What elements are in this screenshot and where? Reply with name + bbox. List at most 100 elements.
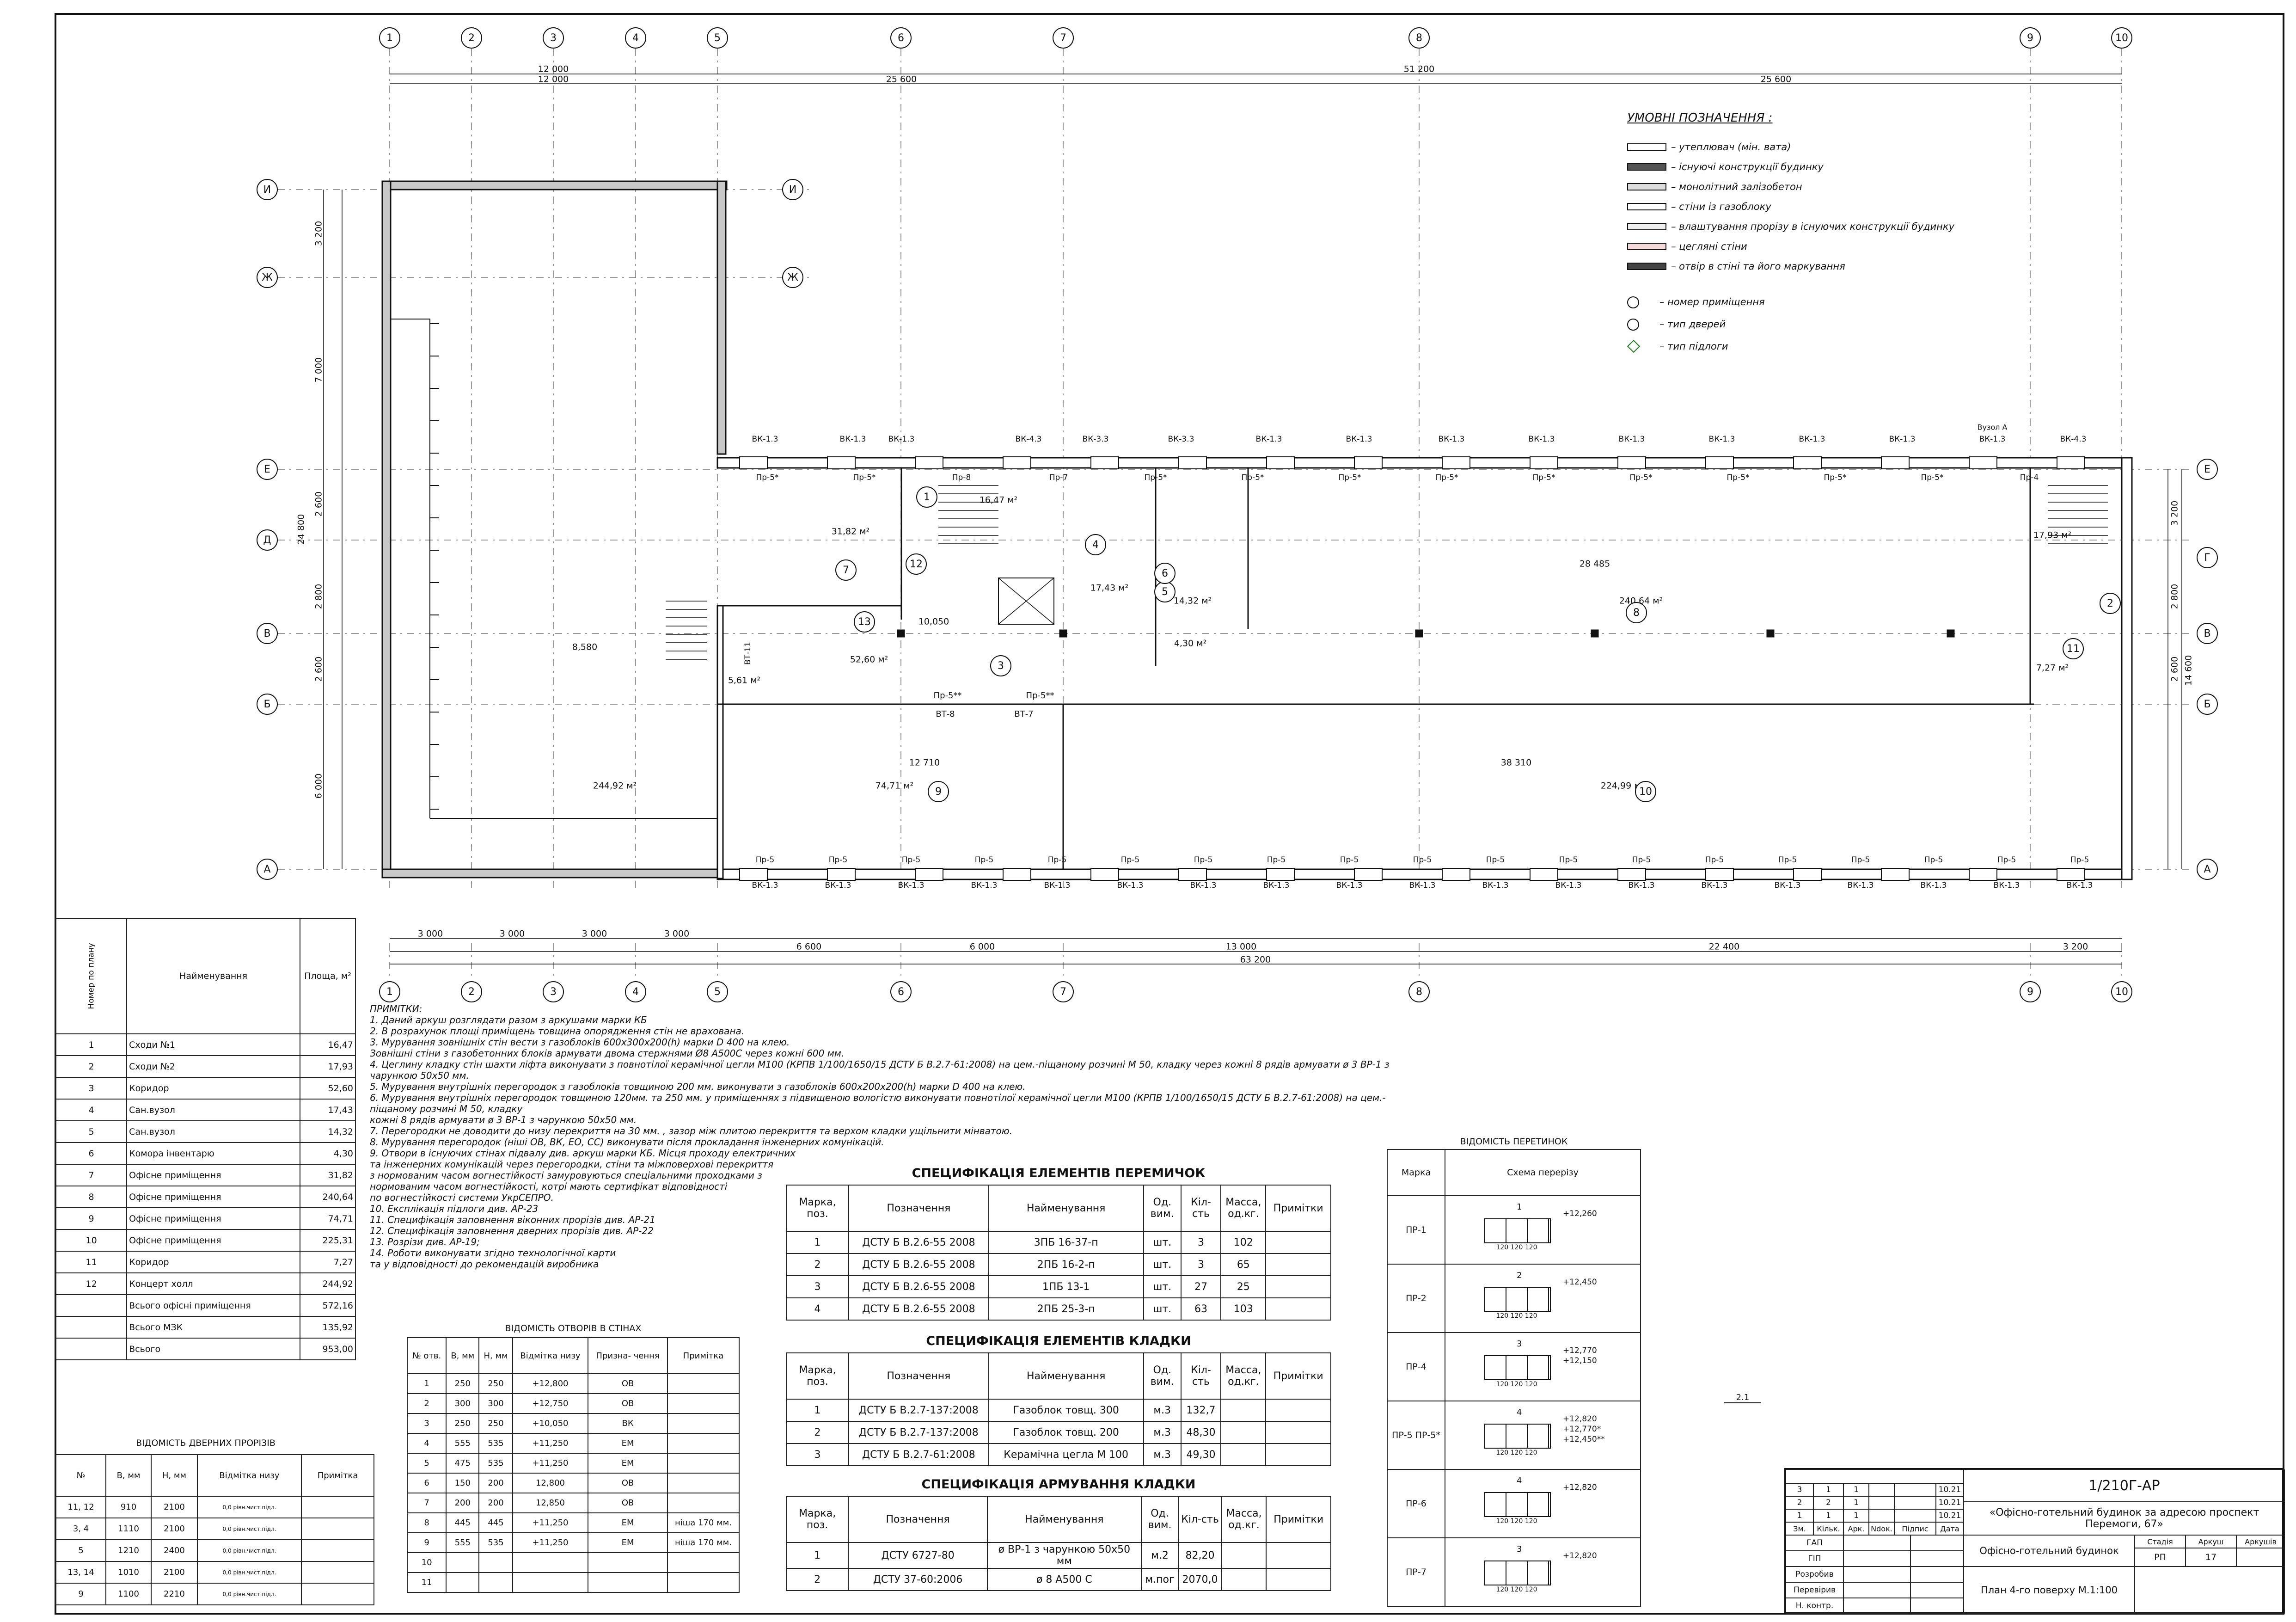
table-cell: 1 <box>406 1373 447 1394</box>
section-dims: 120 120 120 <box>1496 1381 1537 1388</box>
legend-item: – утеплювач (мін. вата) <box>1671 141 1791 153</box>
table-cell: 2 <box>55 1055 128 1078</box>
role-cell: Розробив <box>1786 1567 1843 1582</box>
table-header-cell: Позначення <box>848 1496 988 1543</box>
table-header-cell: Примітки <box>1265 1352 1331 1400</box>
lintel-mark-bottom: ВК-1.3 <box>1044 881 1071 890</box>
room-number: 11 <box>2067 643 2080 655</box>
spec-lintels-title: СПЕЦИФІКАЦІЯ ЕЛЕМЕНТІВ ПЕРЕМИЧОК <box>912 1166 1206 1180</box>
room-number-circle <box>1154 563 1176 584</box>
table-header-cell: Примітки <box>1265 1185 1331 1232</box>
opening-mark-top: Пр-5* <box>756 473 778 482</box>
revision-cell: 2 <box>1786 1496 1813 1509</box>
table-cell: 7 <box>55 1164 128 1186</box>
lintel-mark-bottom: ВК-1.3 <box>1117 881 1144 890</box>
legend-item: – тип підлоги <box>1659 341 1728 352</box>
table-cell: 953,00 <box>300 1338 356 1360</box>
object-name: «Офісно-готельний будинок за адресою про… <box>1964 1502 2285 1535</box>
revision-cell: 1 <box>1843 1509 1869 1522</box>
axis-label-right-circle <box>2197 859 2218 880</box>
opening-mark-bottom: Пр-5 <box>1851 855 1870 865</box>
room-number-circle <box>1085 534 1106 555</box>
sheet-header: Аркуш <box>2186 1535 2236 1548</box>
room-number-circle <box>906 553 927 575</box>
table-cell: 9 <box>55 1583 107 1605</box>
table-cell: 1 <box>55 1033 128 1056</box>
table-cell: 250 <box>446 1413 480 1434</box>
room-area: 31,82 м² <box>832 527 869 537</box>
table-cell: Комора інвентарю <box>126 1142 300 1165</box>
legend-symbol <box>1627 263 1666 270</box>
axis-label-bottom-circle <box>2111 981 2132 1002</box>
table-header-cell: Масса, од.кг. <box>1221 1496 1267 1543</box>
revision-cell <box>1894 1496 1936 1509</box>
company-cell <box>2135 1567 2285 1614</box>
axis-label-bottom: 2 <box>468 986 475 998</box>
table-cell: ПР-2 <box>1387 1264 1445 1333</box>
note-line: 13. Розрізи див. АР-19; <box>370 1236 480 1247</box>
lintel-mark-top: ВК-1.3 <box>1256 435 1282 444</box>
dim-left-total: 24 800 <box>296 514 306 545</box>
date-cell <box>1910 1567 1964 1582</box>
table-cell <box>478 1552 513 1573</box>
table-cell: 2070,0 <box>1178 1568 1222 1591</box>
window <box>2057 868 2085 881</box>
column <box>1766 629 1775 638</box>
plan-label: ВТ-8 <box>936 709 955 719</box>
window <box>1354 456 1383 469</box>
table-cell: 244,92 <box>300 1272 356 1295</box>
axis-label-bottom: 1 <box>386 986 393 998</box>
table-cell: ОВ <box>588 1493 668 1513</box>
role-cell: ГАП <box>1786 1535 1843 1551</box>
table-cell: 2ПБ 25-3-п <box>988 1297 1144 1321</box>
room-area: 224,99 м² <box>1601 781 1644 791</box>
role-cell: Перевірив <box>1786 1582 1843 1598</box>
axis-label-left: А <box>263 864 270 875</box>
table-header-cell: Масса, од.кг. <box>1220 1185 1267 1232</box>
axis-label-top: 1 <box>386 32 393 44</box>
table-cell: ДСТУ Б В.2.6-55 2008 <box>848 1231 989 1254</box>
section-dims: 120 120 120 <box>1496 1518 1537 1525</box>
window <box>1881 868 1910 881</box>
room-number: 5 <box>1162 586 1168 598</box>
table-cell: 240,64 <box>300 1186 356 1208</box>
window <box>1793 868 1822 881</box>
room-number-circle <box>990 655 1011 676</box>
opening-mark-top: Пр-5* <box>1532 473 1555 482</box>
revision-cell: 10.21 <box>1936 1483 1964 1496</box>
revision-header: Арк. <box>1843 1522 1869 1535</box>
notes-block: ПРИМІТКИ:1. Даний аркуш розглядати разом… <box>370 1003 1390 1270</box>
table-cell: 10 <box>55 1229 128 1252</box>
note-line: 8. Мурування перегородок (ніші ОВ, ВК, Е… <box>370 1137 884 1148</box>
dim-top-total: 51 200 <box>1404 64 1434 74</box>
revision-cell: 3 <box>1786 1483 1813 1496</box>
room-number-circle <box>1626 602 1647 623</box>
axis-label-left-circle <box>257 529 278 551</box>
table-cell: шт. <box>1143 1231 1182 1254</box>
table-header-cell: Найменування <box>988 1185 1144 1232</box>
opening-mark-top: Пр-5* <box>1435 473 1458 482</box>
plan-label: Пр-5** <box>934 691 962 700</box>
window <box>2057 456 2085 469</box>
table-cell: 1ПБ 13-1 <box>988 1275 1144 1298</box>
room-area: 240,64 м² <box>1619 596 1663 606</box>
table-cell: 2100 <box>151 1496 198 1518</box>
axis-label-right: Б <box>2204 699 2210 710</box>
axis-label-bottom-circle <box>379 981 400 1002</box>
window <box>1003 868 1031 881</box>
lintel-mark-bottom: ВК-1.3 <box>1994 881 2020 890</box>
sheet-border <box>55 13 2284 1615</box>
table-cell: 225,31 <box>300 1229 356 1252</box>
dim-left: 2 600 <box>314 492 324 516</box>
